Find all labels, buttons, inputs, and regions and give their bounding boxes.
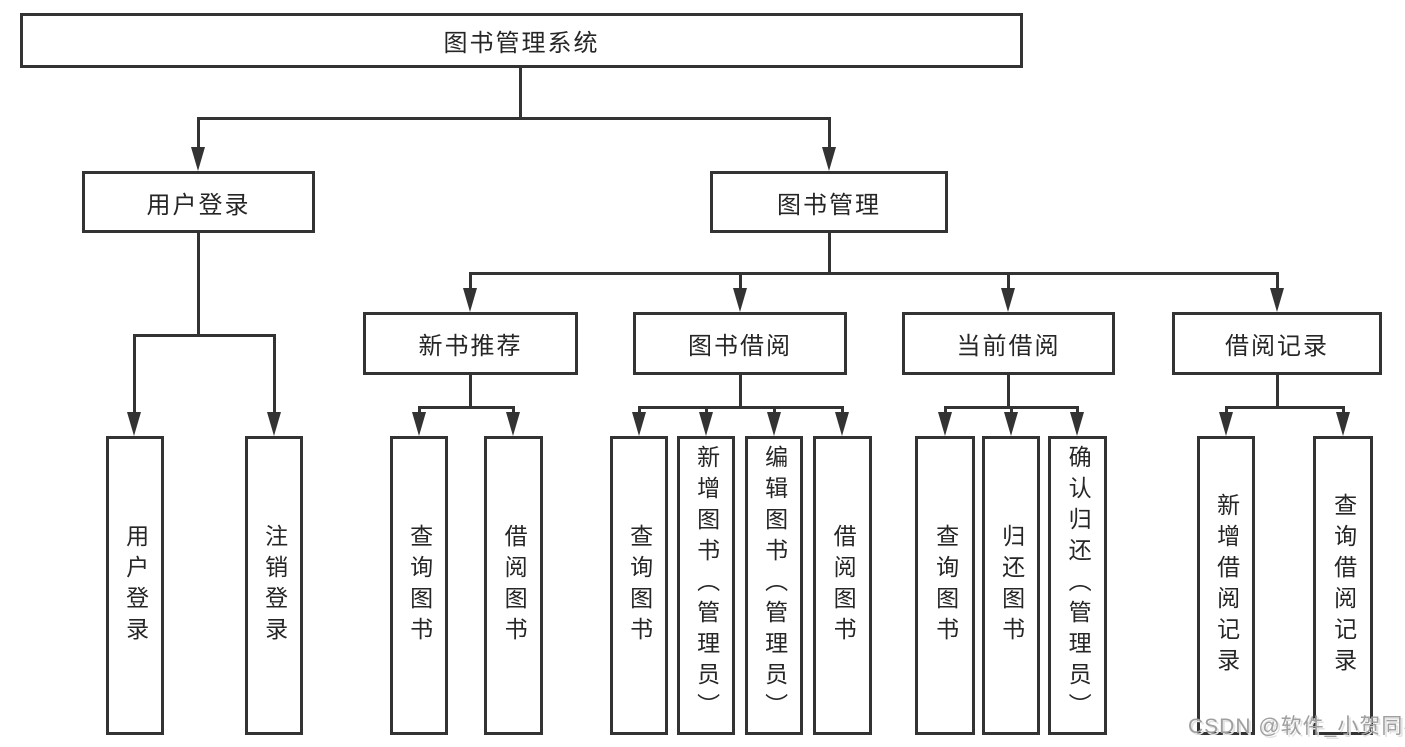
leaf-edit-books-admin: 编辑图书（管理员） <box>745 436 803 735</box>
arrow-down-icon <box>1001 288 1015 312</box>
node-user-login: 用户登录 <box>82 171 315 233</box>
leaf-borrow-books-recommend-label: 借阅图书 <box>501 523 528 648</box>
connector-recommend-bar <box>418 406 515 409</box>
connector-borrowing-bar <box>638 406 844 409</box>
leaf-add-borrow-record-label: 新增借阅记录 <box>1213 492 1240 679</box>
leaf-confirm-return-admin: 确认归还（管理员） <box>1048 436 1107 735</box>
arrow-down-icon <box>1270 288 1284 312</box>
leaf-query-books-current-label: 查询图书 <box>932 523 959 648</box>
arrow-down-icon <box>632 412 646 436</box>
connector-records-bar <box>1225 406 1345 409</box>
connector-borrowing-stem <box>739 373 742 409</box>
connector-leaf-arrow-shaft <box>841 406 844 416</box>
node-current-borrowing-label: 当前借阅 <box>956 333 1061 360</box>
leaf-edit-books-admin-label: 编辑图书（管理员） <box>761 445 788 724</box>
connector-recommend-stem <box>469 373 472 409</box>
connector-user-login-arrow-shaft <box>197 117 200 151</box>
node-new-book-recommend-label: 新书推荐 <box>418 333 523 360</box>
arrow-down-icon <box>1070 412 1084 436</box>
arrow-down-icon <box>767 412 781 436</box>
csdn-watermark: CSDN @软件_小贺同学 <box>1188 715 1405 738</box>
connector-level3-arrow-shaft <box>739 272 742 292</box>
leaf-return-books: 归还图书 <box>982 436 1040 735</box>
connector-level3-arrow-shaft <box>469 272 472 292</box>
leaf-query-books-borrowing: 查询图书 <box>610 436 668 735</box>
leaf-query-books-recommend-label: 查询图书 <box>406 523 433 648</box>
node-book-borrowing: 图书借阅 <box>633 312 847 375</box>
connector-user-login-bar <box>133 334 276 337</box>
node-new-book-recommend: 新书推荐 <box>363 312 578 375</box>
node-book-management-system-label: 图书管理系统 <box>443 30 600 57</box>
leaf-return-books-label: 归还图书 <box>998 523 1025 648</box>
connector-leaf-arrow-shaft <box>773 406 776 416</box>
leaf-query-borrow-record-label: 查询借阅记录 <box>1330 492 1357 679</box>
arrow-down-icon <box>733 288 747 312</box>
connector-current-stem <box>1007 373 1010 409</box>
connector-book-mgmt-stem <box>828 231 831 275</box>
connector-leaf-arrow-shaft <box>1010 406 1013 416</box>
connector-leaf-arrow-shaft <box>1342 406 1345 416</box>
leaf-query-books-recommend: 查询图书 <box>390 436 448 735</box>
arrow-down-icon <box>699 412 713 436</box>
node-book-management-system: 图书管理系统 <box>20 13 1023 68</box>
connector-leaf-arrow-shaft <box>273 334 276 416</box>
arrow-down-icon <box>822 147 836 171</box>
connector-leaf-arrow-shaft <box>944 406 947 416</box>
connector-level3-arrow-shaft <box>1007 272 1010 292</box>
connector-level2-bar <box>197 117 831 120</box>
leaf-borrow-books-borrowing: 借阅图书 <box>813 436 872 735</box>
arrow-down-icon <box>835 412 849 436</box>
connector-leaf-arrow-shaft <box>133 334 136 416</box>
node-book-management: 图书管理 <box>710 171 948 233</box>
leaf-user-login-label: 用户登录 <box>122 523 149 648</box>
connector-level3-bar <box>469 272 1279 275</box>
connector-leaf-arrow-shaft <box>418 406 421 416</box>
node-book-borrowing-label: 图书借阅 <box>688 333 792 360</box>
leaf-user-login: 用户登录 <box>106 436 164 735</box>
node-user-login-label: 用户登录 <box>146 191 251 219</box>
arrow-down-icon <box>1004 412 1018 436</box>
connector-leaf-arrow-shaft <box>705 406 708 416</box>
connector-records-stem <box>1276 373 1279 409</box>
arrow-down-icon <box>938 412 952 436</box>
leaf-confirm-return-admin-label: 确认归还（管理员） <box>1065 445 1092 724</box>
leaf-logout-login-label: 注销登录 <box>261 523 288 648</box>
node-borrowing-records-label: 借阅记录 <box>1225 333 1329 360</box>
arrow-down-icon <box>412 412 426 436</box>
connector-leaf-arrow-shaft <box>1225 406 1228 416</box>
arrow-down-icon <box>1336 412 1350 436</box>
arrow-down-icon <box>463 288 477 312</box>
connector-leaf-arrow-shaft <box>1076 406 1079 416</box>
leaf-borrow-books-borrowing-label: 借阅图书 <box>830 523 857 648</box>
leaf-query-books-borrowing-label: 查询图书 <box>626 523 653 648</box>
leaf-query-borrow-record: 查询借阅记录 <box>1313 436 1373 735</box>
arrow-down-icon <box>191 147 205 171</box>
leaf-borrow-books-recommend: 借阅图书 <box>484 436 543 735</box>
connector-leaf-arrow-shaft <box>638 406 641 416</box>
leaf-logout-login: 注销登录 <box>245 436 303 735</box>
leaf-query-books-current: 查询图书 <box>915 436 975 735</box>
arrow-down-icon <box>267 412 281 436</box>
node-book-management-label: 图书管理 <box>777 191 881 219</box>
arrow-down-icon <box>127 412 141 436</box>
connector-user-login-stem <box>197 231 200 336</box>
leaf-add-books-admin-label: 新增图书（管理员） <box>693 445 720 724</box>
node-borrowing-records: 借阅记录 <box>1172 312 1382 375</box>
arrow-down-icon <box>1219 412 1233 436</box>
node-current-borrowing: 当前借阅 <box>902 312 1115 375</box>
connector-leaf-arrow-shaft <box>512 406 515 416</box>
arrow-down-icon <box>506 412 520 436</box>
connector-book-mgmt-arrow-shaft <box>828 117 831 151</box>
connector-level3-arrow-shaft <box>1276 272 1279 292</box>
connector-root-stem <box>519 66 522 118</box>
leaf-add-books-admin: 新增图书（管理员） <box>677 436 735 735</box>
leaf-add-borrow-record: 新增借阅记录 <box>1197 436 1255 735</box>
